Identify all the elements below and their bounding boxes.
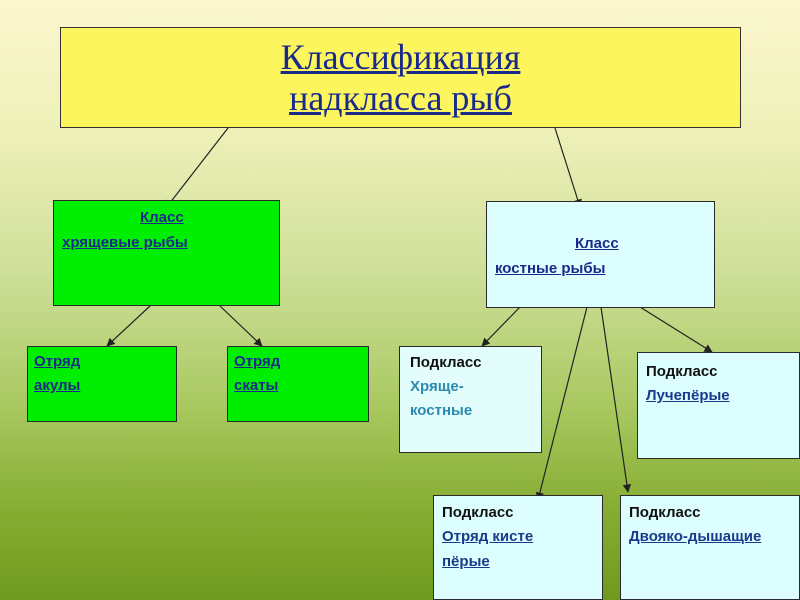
arrow-bony-to-chondrostei [481,306,521,347]
arrow-title-to-cartilaginous [165,127,229,209]
title-line-1: Классификация [280,37,521,77]
subclass-actinopterygii-label-1: Лучепёрые [646,387,730,404]
subclass-dipnoi-box: Подкласс Двояко-дышащие [620,495,800,600]
class-bony-box: Класс костные рыбы [486,201,715,308]
arrow-cartilaginous-to-rays [219,305,263,347]
subclass-actinopterygii-header: Подкласс [646,363,718,380]
order-rays-box: Отряд скаты [227,346,369,422]
class-cartilaginous-label-1: Класс [140,209,184,226]
arrow-bony-to-actinopterygii [639,306,713,353]
arrow-title-to-bony [554,127,582,208]
order-sharks-label-1: Отряд [34,353,81,370]
class-cartilaginous-box: Класс хрящевые рыбы [53,200,280,306]
subclass-chondrostei-label-1: Хряще- [410,378,464,395]
order-sharks-label-2: акулы [34,377,81,394]
subclass-chondrostei-header: Подкласс [410,354,482,371]
subclass-dipnoi-header: Подкласс [629,504,701,521]
subclass-dipnoi-label-1: Двояко-дышащие [629,528,762,545]
order-sharks-box: Отряд акулы [27,346,177,422]
order-rays-label-1: Отряд [234,353,281,370]
subclass-crossopterygii-header: Подкласс [442,504,514,521]
order-rays-label-2: скаты [234,377,279,394]
subclass-chondrostei-box: Подкласс Хряще- костные [399,346,542,453]
subclass-actinopterygii-box: Подкласс Лучепёрые [637,352,800,459]
subclass-crossopterygii-label-1: Отряд кисте [442,528,534,545]
class-cartilaginous-label-2: хрящевые рыбы [62,234,188,251]
subclass-crossopterygii-label-2: пёрые [442,553,490,570]
class-bony-label-2: костные рыбы [495,260,606,277]
class-bony-label-1: Класс [575,235,619,252]
title-line-2: надкласса рыб [289,78,512,118]
arrow-cartilaginous-to-sharks [106,305,151,347]
subclass-crossopterygii-box: Подкласс Отряд кисте пёрые [433,495,603,600]
arrow-bony-to-dipnoi [600,306,632,493]
subclass-chondrostei-label-2: костные [410,402,473,419]
arrow-bony-to-crossopterygii [535,306,588,501]
title-box: Классификация надкласса рыб [60,27,741,128]
